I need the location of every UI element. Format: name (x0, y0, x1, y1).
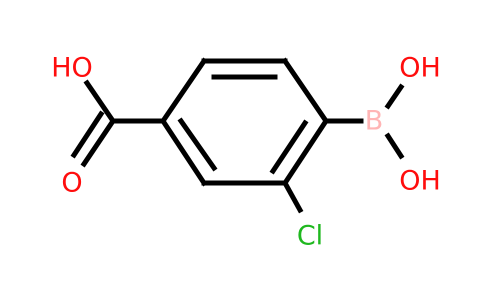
bond-boron-to-lower-hydroxyl (384, 132, 405, 160)
ring-bond-upper-left (159, 57, 208, 125)
chlorine-label: Cl (297, 221, 323, 252)
atom-labels: HO O B OH OH Cl (51, 53, 441, 252)
bond-carboxyl-carbon-to-carbonyl-oxygen-outer (80, 117, 117, 168)
bonds (70, 57, 405, 214)
ring-bond-lower-right-inner (269, 119, 309, 175)
lower-boronic-hydroxyl-label: OH (399, 166, 441, 197)
bond-boron-to-upper-hydroxyl (384, 83, 405, 110)
upper-boronic-hydroxyl-label: OH (399, 53, 441, 84)
bond-ring-to-chlorine (281, 179, 304, 214)
ring-bond-lower-left (159, 117, 208, 187)
boron-label: B (365, 106, 384, 137)
ring-bond-lower-left-inner (177, 117, 218, 172)
carbonyl-oxygen-label: O (61, 168, 82, 199)
bond-carboxyl-carbon-to-hydroxyl (83, 79, 117, 125)
bond-carboxyl-carbon-to-carbonyl-oxygen-inner (70, 110, 105, 159)
ring-bond-upper-right (281, 57, 330, 125)
ring-bond-lower-right (281, 117, 330, 187)
carboxylic-hydroxyl-label: HO (51, 53, 93, 84)
